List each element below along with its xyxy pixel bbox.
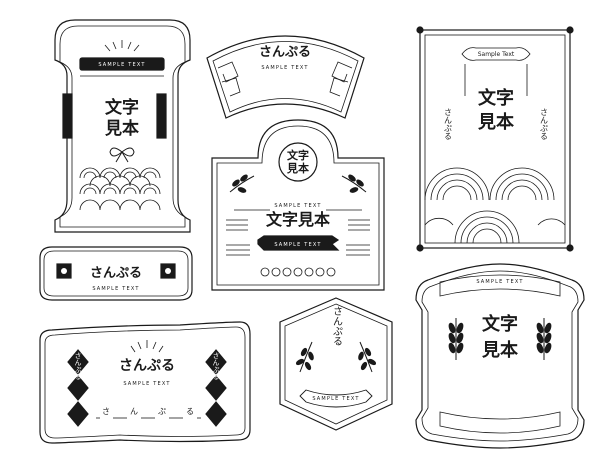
bow-icon <box>109 147 135 163</box>
side-tag-right <box>156 93 167 139</box>
label-1-sample: SAMPLE TEXT <box>98 62 145 68</box>
seigaiha-wave-pattern <box>79 167 161 211</box>
label-6-side-left: さんぷる <box>74 352 82 380</box>
label-6-sample: SAMPLE TEXT <box>123 381 170 387</box>
label-6-row-3: ぷ <box>158 407 166 416</box>
wheat-left-icon <box>448 318 464 360</box>
label-5-sample: SAMPLE TEXT <box>92 286 139 292</box>
sunburst-icon <box>130 340 164 353</box>
label-wide-wavy: さんぷる さんぷる さんぷる SAMPLE TEXT さ ん ぷ る <box>39 321 251 444</box>
label-arched-tall: SAMPLE TEXT 文字 見本 <box>54 19 191 233</box>
diamond-strip-left <box>67 349 89 427</box>
label-cartouche: 文字 見本 SAMPLE TEXT 文字見本 SAMPLE TEXT <box>211 119 385 291</box>
label-3-title-bottom: 見本 <box>477 111 514 133</box>
label-6-title: さんぷる <box>119 358 175 374</box>
label-3-title-top: 文字 <box>478 87 514 109</box>
sample-banner <box>79 57 165 71</box>
label-3-side-left: さんぷる <box>444 108 453 140</box>
label-6-side-right: さんぷる <box>212 352 220 380</box>
diamond-strip-right <box>205 349 227 427</box>
top-banner <box>439 274 561 297</box>
label-7-ribbon: SAMPLE TEXT <box>312 396 359 402</box>
sunburst-icon <box>104 40 140 52</box>
leaf-sprig-left-icon <box>229 174 255 193</box>
leaf-sprig-right-icon <box>341 174 367 193</box>
label-4-circle-bottom: 見本 <box>286 161 309 175</box>
side-tag-left <box>62 93 73 139</box>
ribbon-banner <box>299 389 373 408</box>
label-4-sample: SAMPLE TEXT <box>274 203 321 209</box>
pattern-tile-left <box>56 263 72 279</box>
label-fan: さんぷる SAMPLE TEXT <box>206 35 365 119</box>
label-2-sample: SAMPLE TEXT <box>261 65 308 71</box>
label-ornate-shield: SAMPLE TEXT 文字 見本 <box>415 263 585 449</box>
label-1-title-top: 文字 <box>105 97 139 118</box>
label-6-row-2: ん <box>130 407 138 416</box>
concentric-arc-pattern <box>424 167 566 244</box>
label-3-side-right: さんぷる <box>540 108 549 140</box>
label-7-title: さんぷる <box>331 306 343 346</box>
key-pattern-left <box>217 61 241 97</box>
label-6-row-1: さ <box>102 407 110 416</box>
label-8-title-top: 文字 <box>482 313 518 335</box>
key-pattern-right <box>329 61 353 97</box>
label-small-horizontal: さんぷる SAMPLE TEXT <box>39 246 193 301</box>
ribbon-banner <box>257 235 340 251</box>
label-3-sample: Sample Text <box>478 51 515 58</box>
label-1-title-bottom: 見本 <box>104 118 139 139</box>
label-8-sample: SAMPLE TEXT <box>476 279 523 285</box>
label-8-title-bottom: 見本 <box>481 339 518 361</box>
label-hexagon: さんぷる SAMPLE TEXT <box>279 297 393 431</box>
label-5-title: さんぷる <box>90 266 142 281</box>
label-rect-tall: Sample Text 文字 見本 さんぷる さんぷる <box>416 26 574 252</box>
label-4-circle-top: 文字 <box>287 148 309 162</box>
label-4-ribbon: SAMPLE TEXT <box>274 242 321 248</box>
label-2-title: さんぷる <box>259 45 311 60</box>
flower-border-pattern <box>260 267 336 277</box>
wheat-right-icon <box>536 318 552 360</box>
leaf-branch-left-icon <box>295 341 314 373</box>
label-6-row-4: る <box>186 407 194 416</box>
label-4-title: 文字見本 <box>266 210 330 229</box>
leaf-branch-right-icon <box>358 341 377 373</box>
pattern-tile-right <box>160 263 176 279</box>
